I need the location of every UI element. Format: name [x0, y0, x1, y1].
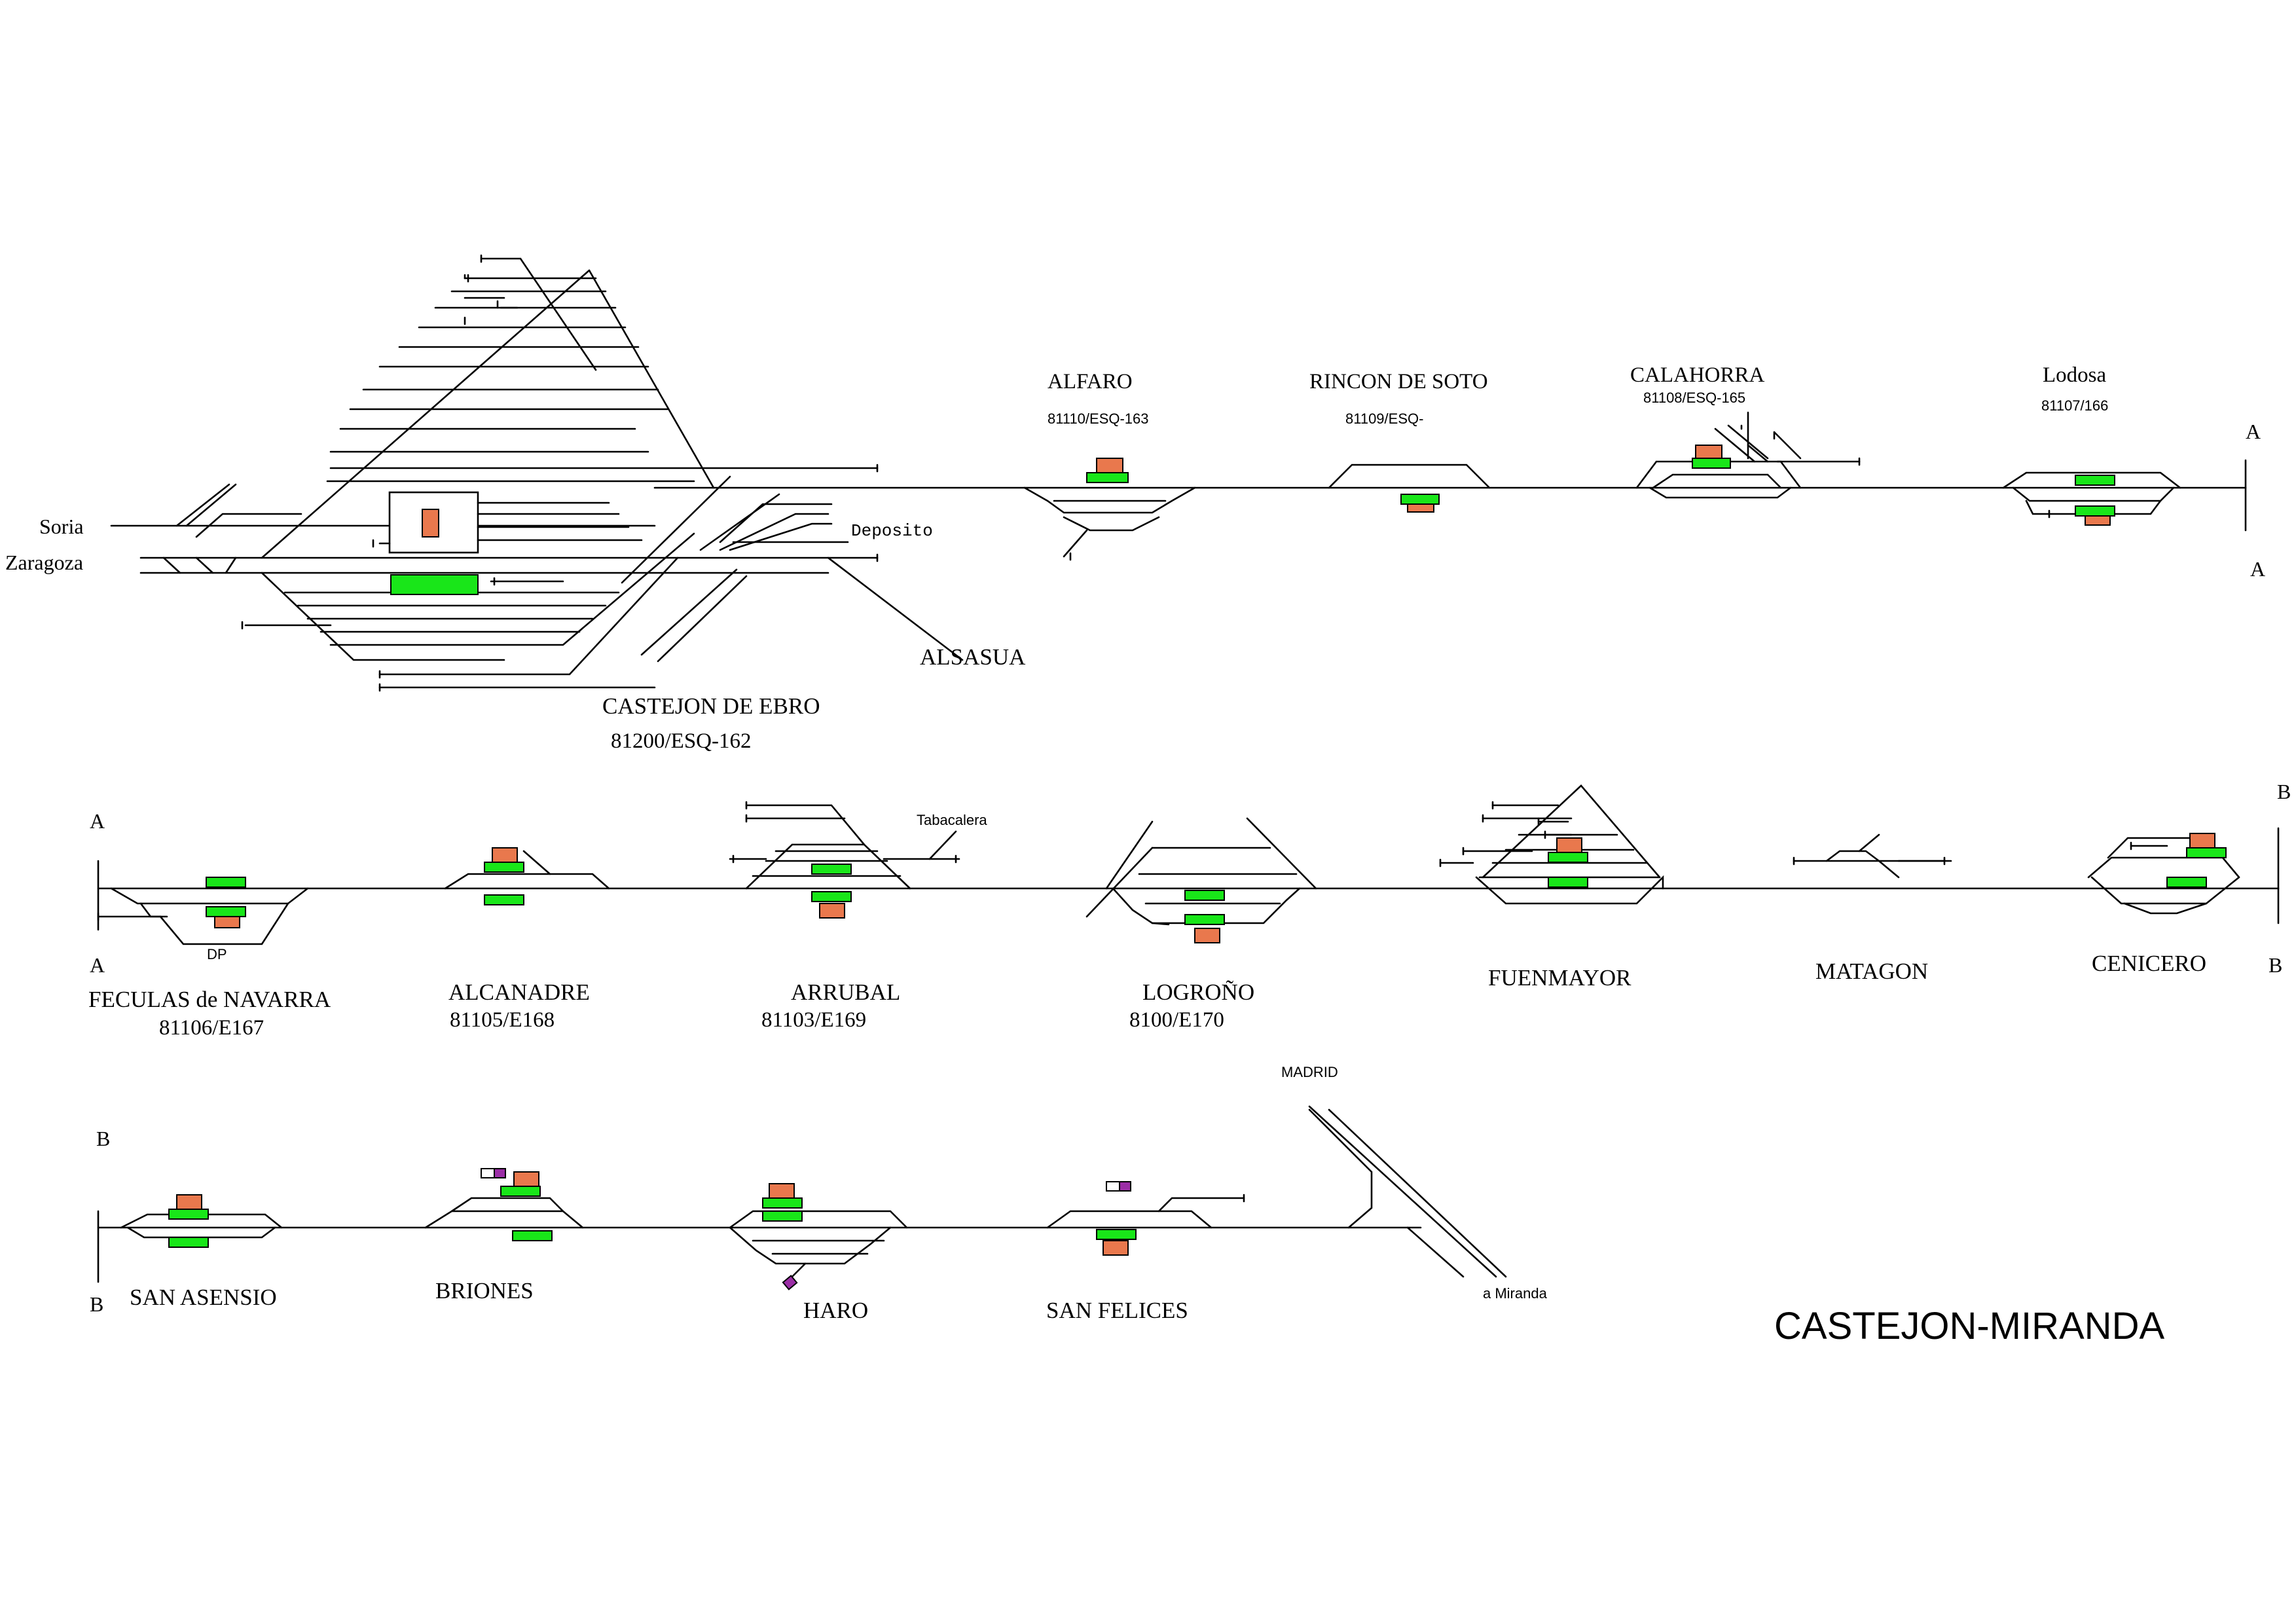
logrono-code: 8100/E170 [1129, 1008, 1224, 1032]
diagram-title: CASTEJON-MIRANDA [1774, 1305, 2164, 1347]
briones-name: BRIONES [435, 1278, 534, 1304]
connector-a-top: A [2246, 420, 2261, 443]
connector-a-row2-bottom: A [90, 953, 105, 977]
row-1-tracks [110, 257, 2247, 689]
buffer-stops [97, 254, 2195, 1203]
logrono-name: LOGROÑO [1142, 979, 1254, 1005]
rincon-code: 81109/ESQ- [1345, 410, 1423, 427]
lodosa-name: Lodosa [2043, 363, 2107, 387]
calahorra-name: CALAHORRA [1630, 363, 1765, 387]
castejon-name: CASTEJON DE EBRO [602, 693, 820, 719]
lodosa-code: 81107/166 [2041, 397, 2108, 414]
alfaro-name: ALFARO [1048, 370, 1133, 393]
sanfelices-name: SAN FELICES [1046, 1298, 1188, 1323]
connector-b-row3-bottom: B [90, 1292, 103, 1316]
row-3-tracks [97, 1105, 1507, 1285]
labels: Soria Zaragoza ALSASUA Deposito CASTEJON… [5, 363, 2291, 1347]
miranda-label: a Miranda [1483, 1285, 1548, 1302]
calahorra-code: 81108/ESQ-165 [1643, 390, 1745, 406]
alfaro-code: 81110/ESQ-163 [1048, 410, 1149, 427]
signal-cabins [481, 1168, 1131, 1290]
feculas-code: 81106/E167 [159, 1016, 264, 1040]
alcanadre-code: 81105/E168 [450, 1008, 555, 1032]
platforms [168, 458, 2227, 1248]
haro-name: HARO [803, 1298, 868, 1323]
row-2-tracks [97, 784, 2280, 945]
madrid-label: MADRID [1281, 1064, 1338, 1080]
matagon-name: MATAGON [1815, 958, 1928, 984]
fuenmayor-name: FUENMAYOR [1488, 965, 1631, 991]
alsasua-label: ALSASUA [920, 644, 1026, 670]
connector-a-bottom: A [2250, 557, 2265, 581]
sanasensio-name: SAN ASENSIO [130, 1285, 277, 1310]
tabacalera-label: Tabacalera [917, 812, 987, 828]
connector-b-row3-top: B [96, 1127, 110, 1150]
station-buildings [176, 445, 2215, 1256]
connector-a-row2-top: A [90, 809, 105, 833]
arrubal-name: ARRUBAL [791, 979, 900, 1005]
castejon-code: 81200/ESQ-162 [611, 729, 752, 753]
connector-b-top: B [2277, 780, 2291, 803]
cenicero-name: CENICERO [2092, 951, 2206, 976]
deposito-label: Deposito [851, 521, 933, 541]
feculas-name: FECULAS de NAVARRA [88, 987, 331, 1012]
alcanadre-name: ALCANADRE [448, 979, 590, 1005]
soria-label: Soria [39, 515, 84, 538]
rincon-name: RINCON DE SOTO [1309, 370, 1488, 393]
connector-b-right: B [2269, 953, 2282, 977]
arrubal-code: 81103/E169 [761, 1008, 866, 1032]
zaragoza-label: Zaragoza [5, 551, 83, 574]
dp-label: DP [207, 946, 227, 962]
